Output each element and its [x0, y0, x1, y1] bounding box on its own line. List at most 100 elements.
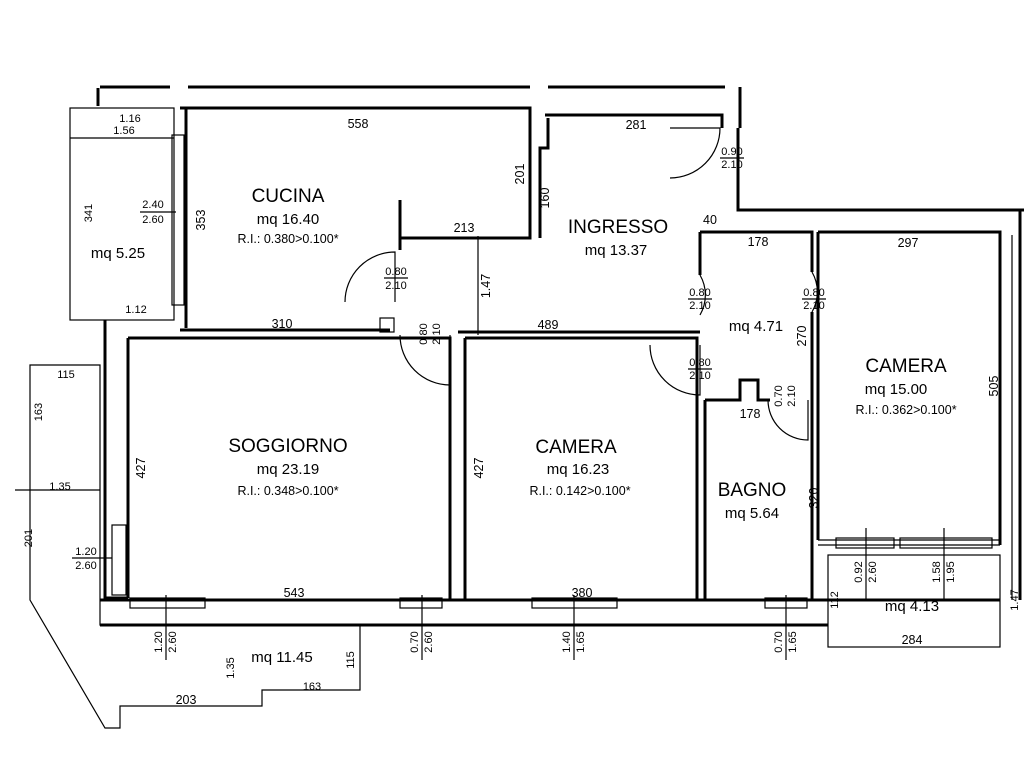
opening-label: 0.80 — [689, 357, 710, 369]
room-area: mq 16.23 — [547, 461, 610, 478]
opening-label: 2.10 — [385, 280, 406, 292]
dimension-label: 284 — [902, 633, 923, 647]
room-name: INGRESSO — [568, 217, 668, 238]
opening-label: 2.60 — [142, 214, 163, 226]
dimension-label: 1.56 — [113, 125, 134, 137]
opening-label: 0.80 — [689, 287, 710, 299]
dimension-label: 558 — [348, 117, 369, 131]
opening-label: 0.80 — [803, 287, 824, 299]
opening-label: 1.65 — [787, 631, 799, 652]
opening-label: 1.65 — [575, 631, 587, 652]
dimension-label: 201 — [23, 529, 35, 547]
room-name: SOGGIORNO — [228, 436, 347, 457]
room-soggiorno: SOGGIORNO mq 23.19 R.I.: 0.348>0.100* — [228, 436, 347, 498]
dimension-label: 380 — [572, 586, 593, 600]
dimension-label: 163 — [303, 681, 321, 693]
windows — [111, 134, 993, 609]
opening-label: 2.10 — [689, 370, 710, 382]
room-bagno: BAGNO mq 5.64 — [718, 480, 787, 522]
opening-label: 1.40 — [561, 631, 573, 652]
opening-label: 0.90 — [721, 146, 742, 158]
walls — [100, 106, 1024, 627]
opening-label: 2.40 — [142, 199, 163, 211]
room-name: CAMERA — [535, 437, 617, 458]
exterior-top-walls — [96, 85, 742, 128]
room-camera-2: CAMERA mq 15.00 R.I.: 0.362>0.100* — [855, 356, 956, 417]
room-area: mq 5.64 — [725, 505, 779, 522]
opening-label: 2.10 — [721, 159, 742, 171]
dimension-label: 178 — [740, 407, 761, 421]
balcone-soggiorno — [15, 364, 361, 729]
dimension-label: 353 — [194, 210, 208, 231]
room-ri: R.I.: 0.348>0.100* — [237, 484, 338, 498]
dimension-label: 505 — [987, 376, 1001, 397]
room-area: mq 16.40 — [257, 211, 320, 228]
opening-label: 2.60 — [167, 631, 179, 652]
dimension-label: 427 — [134, 458, 148, 479]
opening-label: 1.20 — [153, 631, 165, 652]
opening-label: 0.92 — [853, 561, 865, 582]
opening-label: 2.60 — [867, 561, 879, 582]
dimension-label: 40 — [703, 213, 717, 227]
opening-label: 0.70 — [409, 631, 421, 652]
opening-label: 0.80 — [418, 323, 430, 344]
room-balcone-camera: mq 4.13 — [885, 598, 939, 615]
dimension-label: 1.47 — [479, 274, 493, 298]
opening-label: 0.80 — [385, 266, 406, 278]
balcone-cucina — [69, 107, 175, 321]
room-disimpegno: mq 4.71 — [729, 318, 783, 335]
opening-label: 2.10 — [689, 300, 710, 312]
room-camera-1: CAMERA mq 16.23 R.I.: 0.142>0.100* — [529, 437, 630, 498]
dimension-label: 160 — [538, 188, 552, 209]
dimension-label: 1.12 — [125, 304, 146, 316]
doors — [344, 127, 818, 441]
opening-label: 1.58 — [931, 561, 943, 582]
room-name: CUCINA — [252, 186, 325, 207]
dimension-label: 270 — [795, 326, 809, 347]
room-cucina: CUCINA mq 16.40 R.I.: 0.380>0.100* — [237, 186, 338, 246]
opening-label: 0.70 — [773, 631, 785, 652]
room-ri: R.I.: 0.362>0.100* — [855, 403, 956, 417]
room-balcone-soggiorno: mq 11.45 — [251, 649, 312, 666]
room-area: mq 13.37 — [585, 242, 648, 259]
opening-labels: 0.90 2.10 0.80 2.10 0.80 2.10 0.80 2.10 … — [72, 146, 957, 660]
dimension-label: 489 — [538, 318, 559, 332]
dimension-label: 201 — [513, 164, 527, 185]
dimension-label: 297 — [898, 236, 919, 250]
dimension-label: 281 — [626, 118, 647, 132]
opening-label: 2.60 — [423, 631, 435, 652]
opening-label: 2.10 — [803, 300, 824, 312]
dimension-label: 112 — [829, 591, 841, 609]
dimension-label: 320 — [807, 488, 821, 509]
room-name: BAGNO — [718, 480, 787, 501]
opening-label: 1.95 — [945, 561, 957, 582]
dimension-label: 1.35 — [225, 657, 237, 678]
dimension-label: 178 — [748, 235, 769, 249]
room-area: mq 23.19 — [257, 461, 320, 478]
room-name: CAMERA — [865, 356, 947, 377]
dimension-label: 163 — [33, 403, 45, 421]
dimension-label: 427 — [472, 458, 486, 479]
dimension-label: 1.47 — [1009, 589, 1021, 610]
dimension-label: 203 — [176, 693, 197, 707]
dimension-label: 115 — [57, 369, 75, 381]
opening-label: 0.70 — [773, 385, 785, 406]
dimension-label: 1.16 — [119, 113, 140, 125]
dimension-labels: 558 281 201 160 213 40 178 297 353 310 4… — [23, 113, 1021, 707]
dimension-label: 543 — [284, 586, 305, 600]
room-area: mq 4.71 — [729, 318, 783, 335]
dimension-label: 213 — [454, 221, 475, 235]
opening-label: 2.60 — [75, 560, 96, 572]
room-area: mq 5.25 — [91, 245, 145, 262]
opening-label: 1.20 — [75, 546, 96, 558]
dimension-label: 341 — [83, 204, 95, 222]
room-area: mq 15.00 — [865, 381, 928, 398]
room-balcone-cucina: mq 5.25 — [91, 245, 145, 262]
room-ri: R.I.: 0.380>0.100* — [237, 232, 338, 246]
dimension-label: 1.35 — [49, 481, 70, 493]
room-area: mq 4.13 — [885, 598, 939, 615]
opening-label: 2.10 — [431, 323, 443, 344]
room-area: mq 11.45 — [251, 649, 312, 666]
room-ri: R.I.: 0.142>0.100* — [529, 484, 630, 498]
